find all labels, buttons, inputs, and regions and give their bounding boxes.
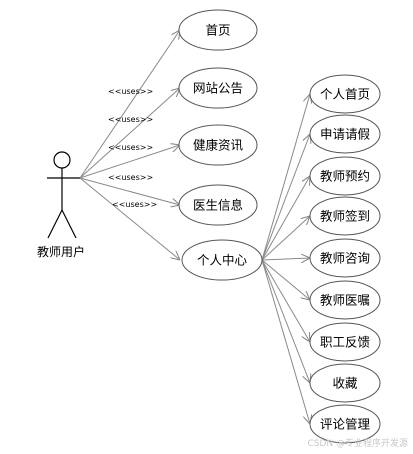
use-case-personal-home[interactable]: 个人首页 <box>309 74 381 114</box>
uses-label-3: <<uses>> <box>108 143 153 152</box>
use-case-label: 教师咨询 <box>320 251 370 266</box>
connection-health-info <box>79 145 180 179</box>
connection-favorites <box>261 259 310 383</box>
use-case-personal-center[interactable]: 个人中心 <box>181 239 263 281</box>
use-case-label: 教师签到 <box>320 209 370 224</box>
use-case-teacher-signin[interactable]: 教师签到 <box>309 196 381 236</box>
use-case-label: 评论管理 <box>320 417 371 432</box>
watermark-text: CSDN @专业程序开发源 <box>307 437 408 449</box>
actor-leg-left <box>47 209 63 239</box>
sub-connections <box>261 94 310 424</box>
use-case-teacher-appointment[interactable]: 教师预约 <box>309 156 381 196</box>
use-case-label: 职工反馈 <box>320 335 370 350</box>
use-case-doctor-info[interactable]: 医生信息 <box>178 184 258 226</box>
connection-teacher-signin <box>261 216 310 261</box>
connection-teacher-consult <box>261 258 310 260</box>
use-case-label: 个人首页 <box>320 87 370 102</box>
use-case-health-info[interactable]: 健康资讯 <box>178 124 258 166</box>
actor-name: 教师用户 <box>37 244 85 259</box>
connection-personal-center <box>79 177 180 260</box>
use-case-label: 医生信息 <box>193 198 243 213</box>
use-case-label: 个人中心 <box>197 253 248 268</box>
use-case-teacher-advice[interactable]: 教师医嘱 <box>309 280 381 320</box>
use-case-home[interactable]: 首页 <box>178 9 258 51</box>
connection-home <box>79 30 180 179</box>
connection-teacher-appointment <box>261 176 310 261</box>
use-case-teacher-consult[interactable]: 教师咨询 <box>309 238 381 278</box>
actor-figure: 教师用户 <box>37 151 85 259</box>
use-case-label: 申请请假 <box>320 127 371 142</box>
use-case-site-notice[interactable]: 网站公告 <box>178 67 258 109</box>
uses-label-2: <<uses>> <box>108 115 153 124</box>
actor-connections <box>79 30 180 260</box>
use-case-label: 教师预约 <box>320 169 370 184</box>
use-case-label: 网站公告 <box>193 81 243 96</box>
use-case-label: 收藏 <box>332 376 358 391</box>
connection-doctor-info <box>79 177 180 205</box>
use-case-label: 教师医嘱 <box>320 293 370 308</box>
actor-leg-right <box>61 209 77 239</box>
use-case-label: 健康资讯 <box>193 138 244 153</box>
uses-labels: <<uses>> <<uses>> <<uses>> <<uses>> <<us… <box>108 87 157 209</box>
use-case-staff-feedback[interactable]: 职工反馈 <box>309 322 381 362</box>
use-case-comment-manage[interactable]: 评论管理 <box>309 404 381 444</box>
connection-leave-request <box>261 134 310 261</box>
actor-head <box>53 151 71 169</box>
use-case-label: 首页 <box>205 23 230 38</box>
connection-staff-feedback <box>261 259 310 342</box>
connection-personal-home <box>261 94 310 261</box>
connection-teacher-advice <box>261 259 310 300</box>
uses-label-4: <<uses>> <box>108 173 153 182</box>
connection-comment-manage <box>261 259 310 424</box>
uses-label-1: <<uses>> <box>108 87 153 96</box>
use-case-favorites[interactable]: 收藏 <box>309 363 381 403</box>
use-case-leave-request[interactable]: 申请请假 <box>309 114 381 154</box>
connection-site-notice <box>79 88 180 179</box>
uses-label-5: <<uses>> <box>112 200 157 209</box>
